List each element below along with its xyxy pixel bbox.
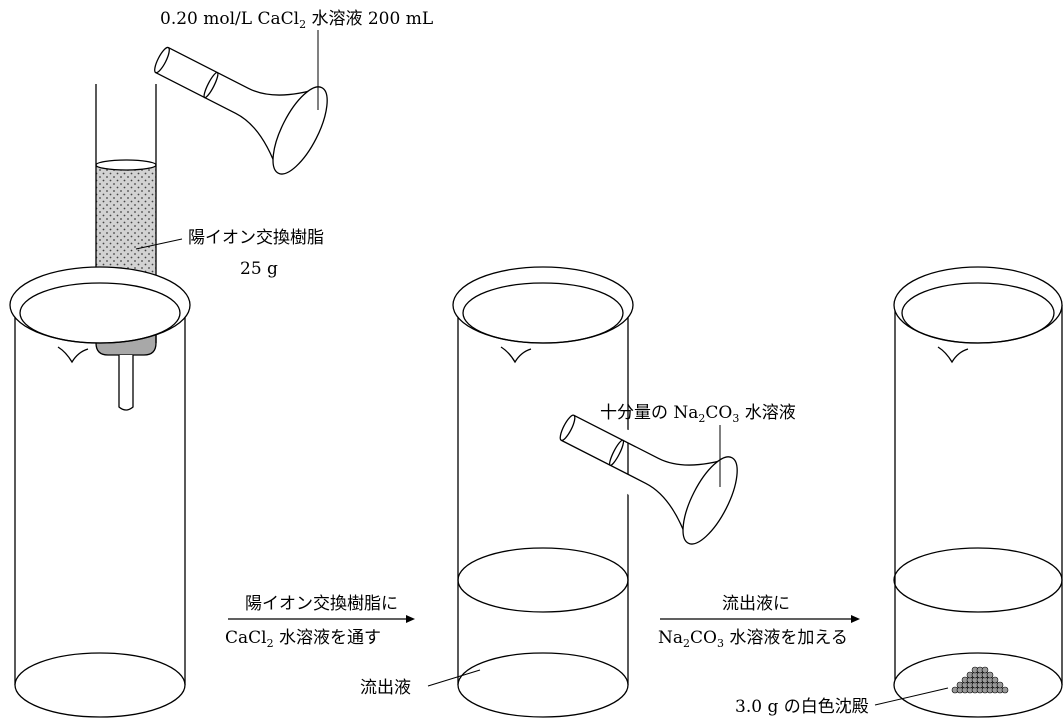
flask-cacl2 (154, 46, 328, 175)
resin-mass-label: 25 g (240, 259, 278, 279)
precipitate-particle (991, 676, 999, 684)
white-precipitate (951, 666, 1009, 694)
beaker-empty (9, 266, 191, 718)
flask-cacl2-label: 0.20 mol/L CaCl2 水溶液 200 mL (160, 9, 433, 31)
arrow1-top-label: 陽イオン交換樹脂に (245, 594, 398, 614)
effluent-label: 流出液 (360, 678, 411, 698)
arrow-add-na2co3 (660, 615, 860, 623)
arrow-pass-through-resin (228, 615, 415, 623)
flask-na2co3-label: 十分量の Na2CO3 水溶液 (600, 403, 796, 425)
precipitate-label: 3.0 g の白色沈殿 (735, 697, 869, 717)
arrow2-top-label: 流出液に (722, 594, 790, 614)
precipitate-particle (981, 666, 989, 674)
beaker-precipitate (893, 266, 1063, 718)
flask-na2co3 (559, 414, 738, 545)
precipitate-particle (986, 671, 994, 679)
arrow2-bottom-label: Na2CO3 水溶液を加える (658, 628, 848, 650)
ion-exchange-column (95, 84, 183, 411)
precipitate-particle (996, 681, 1004, 689)
resin-name-label: 陽イオン交換樹脂 (188, 228, 324, 248)
precipitate-particle (1001, 686, 1009, 694)
beaker-effluent (452, 266, 634, 718)
arrow1-bottom-label: CaCl2 水溶液を通す (225, 628, 381, 650)
